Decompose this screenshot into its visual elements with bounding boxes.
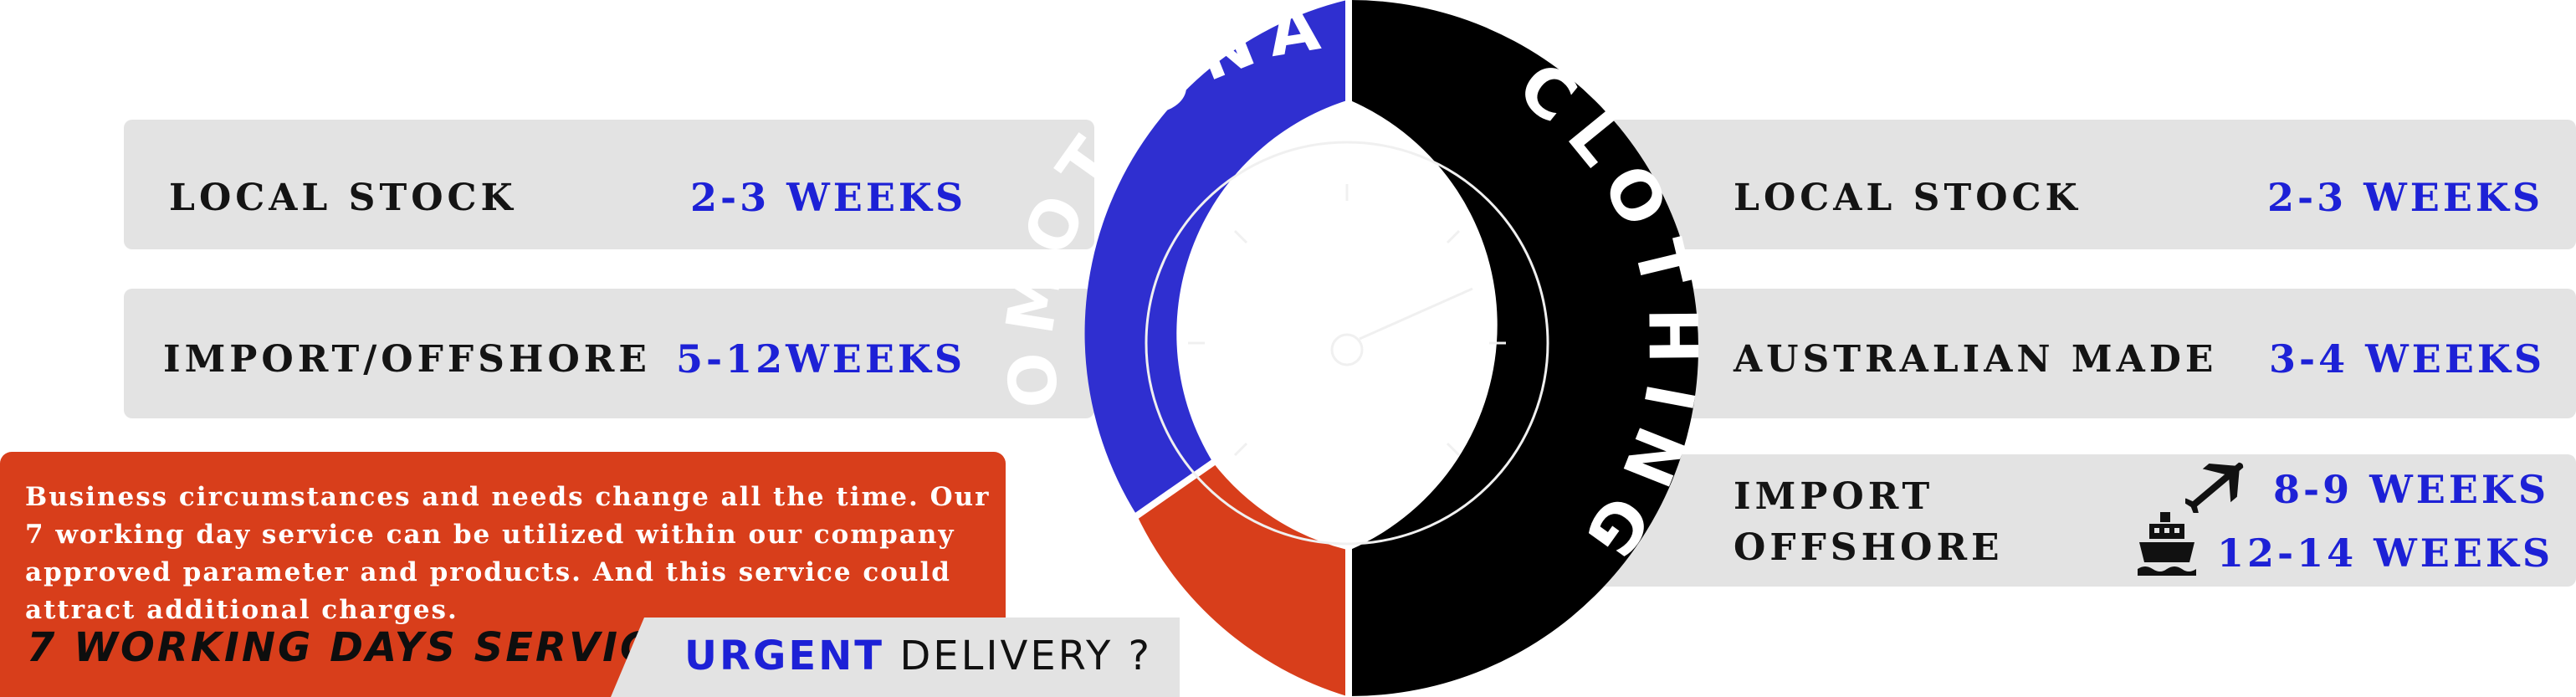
clothing-air-value: 8-9 WEEKS [2273,467,2550,512]
wheel-urgent-segment [1137,463,1347,696]
clothing-local-stock-value: 2-3 WEEKS [2267,175,2544,220]
clothing-row-bar-1 [1506,120,2576,249]
clothing-sea-value: 12-14 WEEKS [2217,530,2554,576]
ship-icon [2138,512,2196,576]
urgent-delivery-bar [611,618,1180,697]
clothing-local-stock-label: LOCAL STOCK [1734,177,2082,219]
promo-row-bar-1 [124,120,1094,249]
service-title: 7 WORKING DAYS SERVICE [27,624,683,671]
promo-local-stock-label: LOCAL STOCK [169,177,517,219]
urgent-rest-text: DELIVERY ? [899,633,1152,679]
service-description: Business circumstances and needs change … [25,482,991,625]
promo-local-stock-value: 2-3 WEEKS [690,175,967,220]
clothing-australian-made-label: AUSTRALIAN MADE [1734,338,2218,381]
urgent-delivery-heading: URGENT DELIVERY ? [684,636,1152,676]
clothing-import-label-line2: OFFSHORE [1734,526,2004,569]
clothing-row-bar-3 [1506,454,2576,587]
gauge-icon [1145,141,1549,546]
airplane-icon [2185,462,2244,513]
clothing-australian-made-value: 3-4 WEEKS [2269,336,2546,382]
promo-import-label: IMPORT/OFFSHORE [163,338,651,381]
urgent-strong-text: URGENT [684,633,885,679]
promo-row-bar-2 [124,289,1094,418]
promo-import-value: 5-12WEEKS [676,336,966,382]
clothing-import-label-line1: IMPORT [1734,475,1934,518]
